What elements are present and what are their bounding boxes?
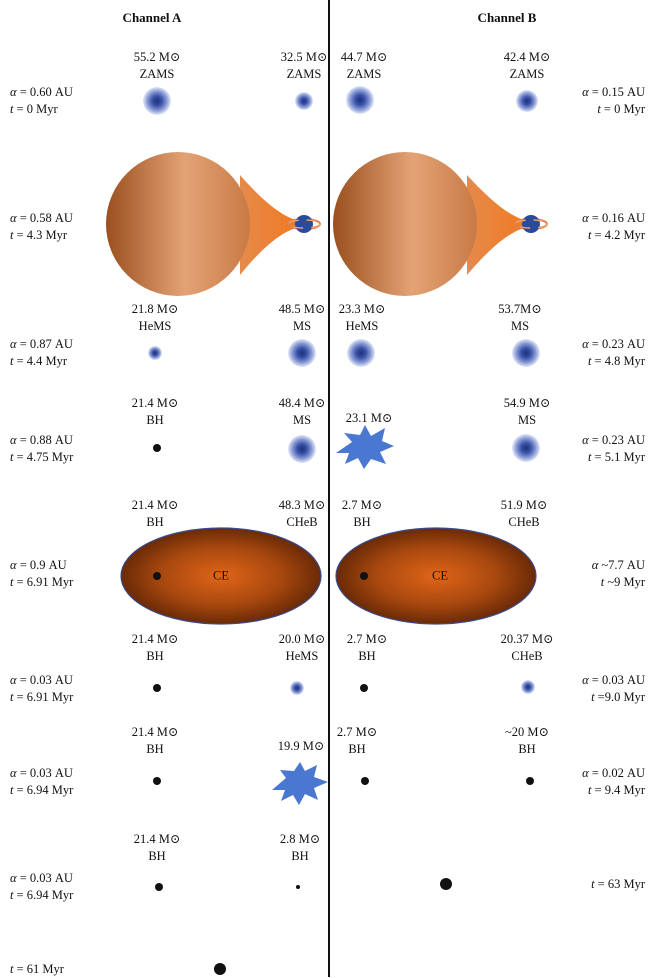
star-label: 21.4 M⊙BH <box>131 632 179 663</box>
ce-label: CE <box>432 568 448 583</box>
black-hole-icon <box>153 777 161 785</box>
supernova-icon <box>272 762 328 805</box>
star-icon <box>346 86 374 114</box>
star-label: 23.1 M⊙ <box>345 411 393 425</box>
star-label: 19.9 M⊙ <box>277 739 325 753</box>
black-hole-icon <box>153 684 161 692</box>
star-label: 44.7 M⊙ZAMS <box>340 50 388 81</box>
common-envelope-icon <box>335 527 537 625</box>
star-label: 53.7M⊙MS <box>498 302 542 333</box>
star-label: 21.4 M⊙BH <box>131 396 179 427</box>
star-icon <box>521 680 535 694</box>
star-label: 2.7 M⊙BH <box>336 725 378 756</box>
star-label: ~20 M⊙BH <box>505 725 549 756</box>
star-icon <box>512 339 540 367</box>
channel-b-title: Channel B <box>477 10 537 25</box>
black-hole-icon <box>361 777 369 785</box>
star-label: 21.4 M⊙BH <box>131 498 179 529</box>
star-label: 20.37 M⊙CHeB <box>500 632 554 663</box>
ce-label: CE <box>213 568 229 583</box>
star-label: 51.9 M⊙CHeB <box>500 498 548 529</box>
black-hole-icon <box>526 777 534 785</box>
star-label: 48.5 M⊙MS <box>278 302 326 333</box>
black-hole-icon <box>440 878 452 890</box>
star-label: 48.4 M⊙MS <box>278 396 326 427</box>
star-label: 54.9 M⊙MS <box>503 396 551 427</box>
star-label: 2.7 M⊙BH <box>346 632 388 663</box>
star-icon <box>516 90 538 112</box>
black-hole-icon <box>155 883 163 891</box>
supernova-icon <box>336 425 394 469</box>
star-label: 23.3 M⊙HeMS <box>338 302 386 333</box>
star-label: 32.5 M⊙ZAMS <box>280 50 328 81</box>
star-label: 21.4 M⊙BH <box>133 832 181 863</box>
star-label: 2.8 M⊙BH <box>279 832 321 863</box>
black-hole-icon <box>153 444 161 452</box>
roche-lobe-overflow-icon <box>333 152 548 296</box>
star-icon <box>512 434 540 462</box>
star-icon <box>143 87 171 115</box>
star-label: 55.2 M⊙ZAMS <box>133 50 181 81</box>
star-icon <box>347 339 375 367</box>
final-time-label: t = 61 Myr <box>10 962 64 976</box>
final-time-label: t = 63 Myr <box>591 877 645 891</box>
channel-divider <box>328 0 330 977</box>
star-label: 42.4 M⊙ZAMS <box>503 50 551 81</box>
black-hole-icon <box>296 885 300 889</box>
star-label: 2.7 M⊙BH <box>341 498 383 529</box>
star-label: 48.3 M⊙CHeB <box>278 498 326 529</box>
star-icon <box>288 435 316 463</box>
star-label: 21.4 M⊙BH <box>131 725 179 756</box>
common-envelope-icon <box>120 527 322 625</box>
black-hole-icon <box>214 963 226 975</box>
star-label: 21.8 M⊙HeMS <box>131 302 179 333</box>
star-label: 20.0 M⊙HeMS <box>278 632 326 663</box>
black-hole-icon <box>360 684 368 692</box>
roche-lobe-overflow-icon <box>106 152 321 296</box>
channel-a-title: Channel A <box>122 10 182 25</box>
star-icon <box>148 346 162 360</box>
star-icon <box>290 681 304 695</box>
star-icon <box>288 339 316 367</box>
star-icon <box>295 92 313 110</box>
